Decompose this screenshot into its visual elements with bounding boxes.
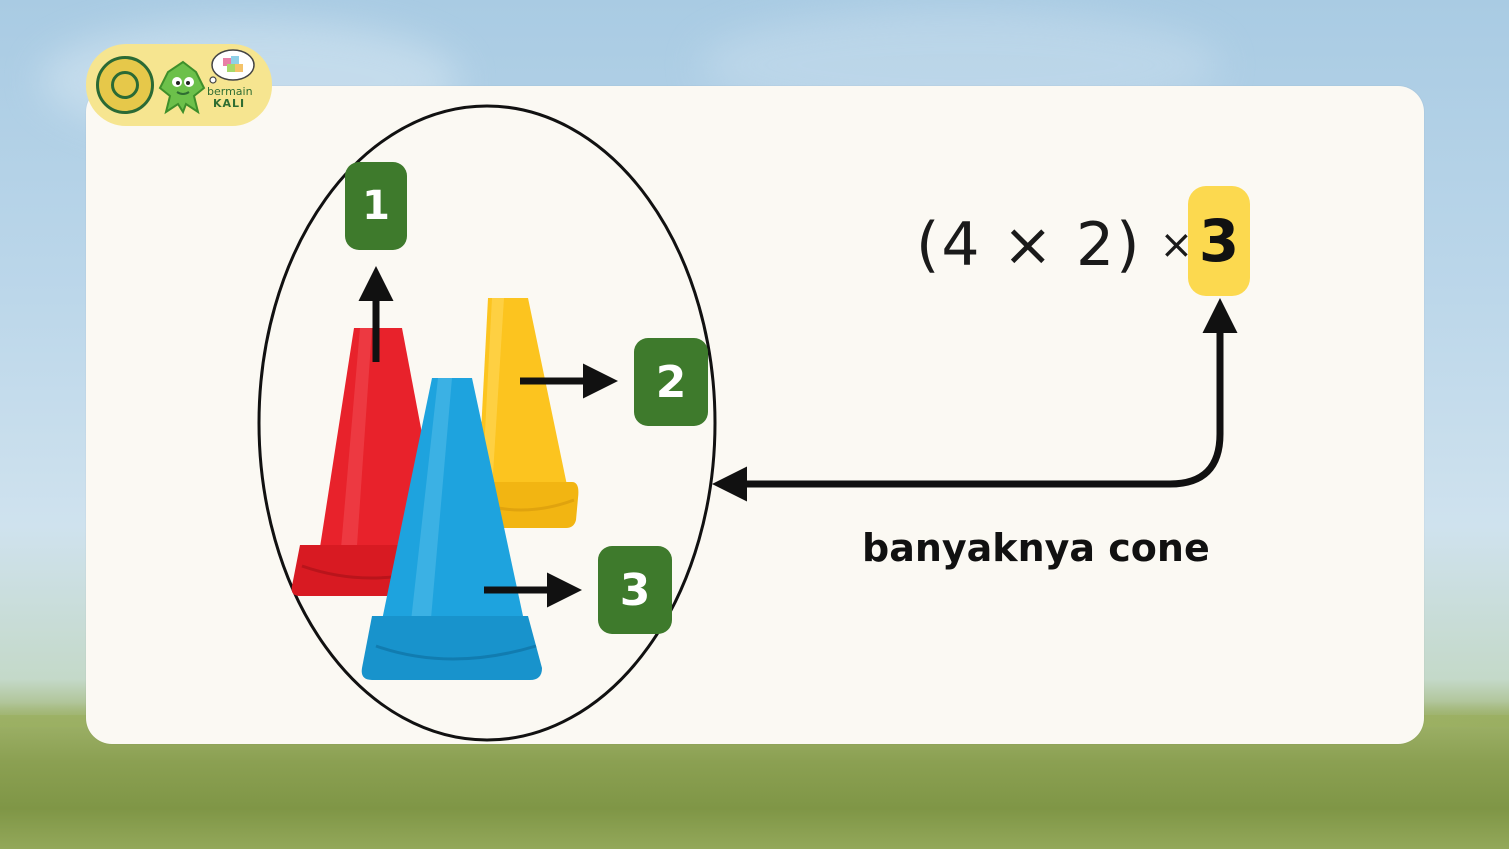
math-expression: (4 × 2) × bbox=[916, 205, 1207, 285]
badge-number-2: 2 bbox=[634, 338, 708, 426]
mascot-icon bbox=[158, 60, 206, 115]
badge-number-3: 3 bbox=[598, 546, 672, 634]
traffic-cone-icon bbox=[361, 378, 542, 680]
brand-text: bermain KALI bbox=[207, 86, 253, 110]
caption-text: banyaknya cone bbox=[862, 526, 1210, 570]
emblem-icon bbox=[96, 56, 154, 114]
expression-times: × bbox=[1159, 222, 1194, 268]
brand-line1: bermain bbox=[207, 85, 253, 98]
badge-number-1: 1 bbox=[345, 162, 407, 250]
brand-line2: KALI bbox=[213, 97, 246, 110]
expression-main: (4 × 2) bbox=[916, 210, 1142, 280]
thought-bubble-icon bbox=[209, 49, 255, 84]
highlighted-number: 3 bbox=[1188, 186, 1250, 296]
arrow-icon bbox=[712, 298, 1238, 502]
